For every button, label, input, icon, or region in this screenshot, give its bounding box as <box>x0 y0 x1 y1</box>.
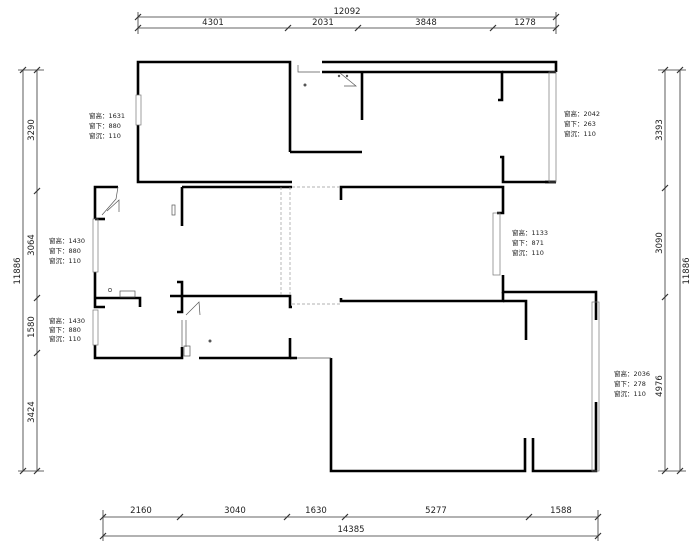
right-total-dimension: 11886 <box>682 257 692 284</box>
window-note-line: 窗下：871 <box>512 238 544 247</box>
fixture-icon <box>119 290 136 298</box>
top-dimension-4: 1278 <box>514 18 536 28</box>
left-dimension-2: 3064 <box>27 234 37 256</box>
right-dimension-1: 3393 <box>655 119 665 141</box>
window-note-line: 窗沉：110 <box>49 256 81 265</box>
fixture-icon <box>171 204 176 216</box>
fixture-icon <box>345 74 349 78</box>
window-note-line: 窗高：1430 <box>49 236 85 245</box>
floor-drain-icon <box>208 339 212 343</box>
left-total-dimension: 11886 <box>13 257 23 284</box>
window-note-line: 窗高：2036 <box>614 369 650 378</box>
bottom-dimension-5: 1588 <box>550 506 572 516</box>
right-dimension-2: 3090 <box>655 232 665 254</box>
top-dimension-2: 2031 <box>312 18 334 28</box>
window-note-line: 窗沉：110 <box>89 131 121 140</box>
right-dimension-3: 4976 <box>655 375 665 397</box>
top-dimension-3: 3848 <box>415 18 437 28</box>
top-dimension-1: 4301 <box>202 18 224 28</box>
fixture-icon <box>337 74 341 78</box>
window-note-3: 窗高：1430 窗下：880 窗沉：110 <box>49 316 85 343</box>
bottom-dimension-4: 5277 <box>425 506 447 516</box>
window-note-line: 窗高：2042 <box>564 109 600 118</box>
window-note-5: 窗高：1133 窗下：871 窗沉：110 <box>512 228 548 257</box>
bottom-dimension-1: 2160 <box>130 506 152 516</box>
left-dimension-3: 1580 <box>27 316 37 338</box>
window-note-line: 窗沉：110 <box>512 248 544 257</box>
walls <box>93 60 598 473</box>
left-dimension-1: 3290 <box>27 119 37 141</box>
window-note-6: 窗高：2036 窗下：278 窗沉：110 <box>614 369 650 398</box>
dashed-openings <box>280 186 341 359</box>
window-note-line: 窗沉：110 <box>49 334 81 343</box>
window-note-line: 窗沉：110 <box>614 389 646 398</box>
fixtures <box>101 65 357 357</box>
window-note-line: 窗沉：110 <box>564 129 596 138</box>
window-note-1: 窗高：1631 窗下：880 窗沉：110 <box>89 111 125 140</box>
bottom-dimension-2: 3040 <box>224 506 246 516</box>
top-total-dimension: 12092 <box>333 7 360 17</box>
floor-drain-icon <box>303 83 307 87</box>
window-note-line: 窗高：1631 <box>89 111 125 120</box>
fixture-icon <box>108 288 112 292</box>
window-note-line: 窗下：880 <box>49 246 81 255</box>
bottom-dimension-lines <box>99 510 602 541</box>
bottom-total-dimension: 14385 <box>337 525 364 535</box>
left-dimension-lines <box>18 66 44 475</box>
window-note-line: 窗下：278 <box>614 379 646 388</box>
window-note-line: 窗高：1133 <box>512 228 548 237</box>
right-dimension-lines <box>658 66 686 475</box>
left-dimension-4: 3424 <box>27 401 37 423</box>
windows <box>92 71 600 472</box>
window-note-line: 窗高：1430 <box>49 316 85 325</box>
window-note-2: 窗高：1430 窗下：880 窗沉：110 <box>49 236 85 265</box>
fixture-icon <box>183 345 191 357</box>
window-note-4: 窗高：2042 窗下：263 窗沉：110 <box>564 109 600 138</box>
window-note-line: 窗下：880 <box>49 325 81 334</box>
window-note-line: 窗下：263 <box>564 119 596 128</box>
window-note-line: 窗下：880 <box>89 121 121 130</box>
bottom-dimension-3: 1630 <box>305 506 327 516</box>
top-dimension-lines <box>134 12 560 34</box>
